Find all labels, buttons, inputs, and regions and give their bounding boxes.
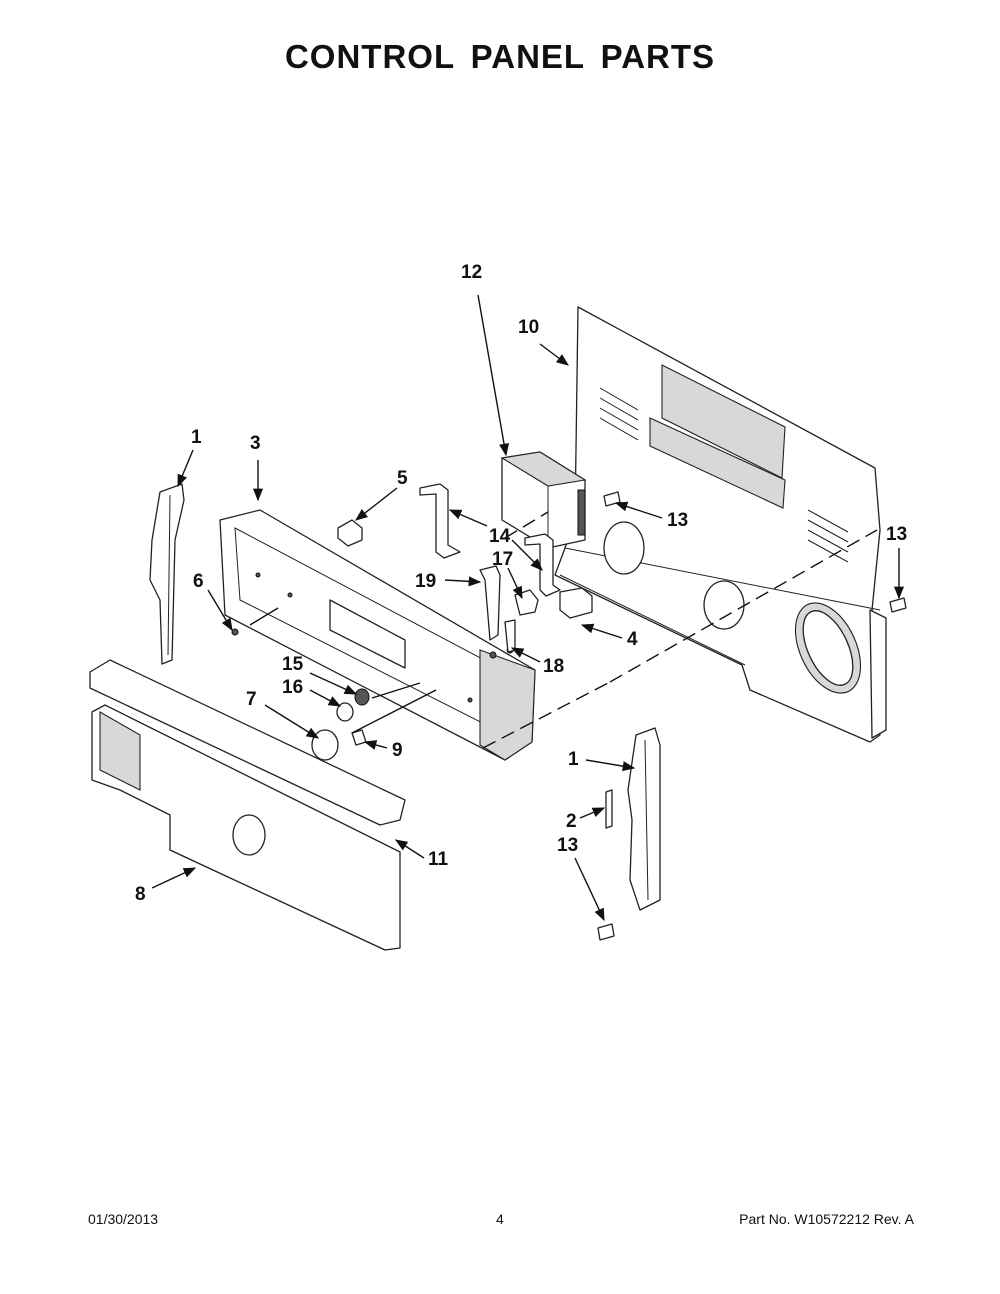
knob-parts <box>311 688 370 761</box>
callout-6: 6 <box>193 571 204 592</box>
callout-13: 13 <box>557 835 579 856</box>
trim-part-11 <box>89 659 406 826</box>
callout-3: 3 <box>250 433 261 454</box>
electronic-control-part-12 <box>500 451 587 549</box>
rear-panel-part-10 <box>554 306 887 743</box>
callout-17: 17 <box>492 549 514 570</box>
wire-harness-part-19 <box>479 565 501 641</box>
knob-part-7 <box>311 729 339 761</box>
screw-part-6 <box>231 628 239 636</box>
callout-13: 13 <box>886 524 908 545</box>
callout-9: 9 <box>392 740 403 761</box>
component-part-4 <box>559 587 593 619</box>
screw-part-18 <box>504 619 516 653</box>
callout-19: 19 <box>415 571 437 592</box>
callout-4: 4 <box>627 629 638 650</box>
callout-1: 1 <box>568 749 579 770</box>
callout-16: 16 <box>282 677 304 698</box>
footer-page-number: 4 <box>496 1211 504 1227</box>
callout-8: 8 <box>135 884 146 905</box>
callout-14: 14 <box>489 526 511 547</box>
lower-panels <box>89 659 406 951</box>
end-cap-part-1 <box>149 483 661 911</box>
knob-part-16 <box>336 702 354 722</box>
page-title: CONTROL PANEL PARTS <box>284 38 716 75</box>
callout-7: 7 <box>246 689 257 710</box>
bezel-part-15 <box>354 688 370 706</box>
terminal-part-17 <box>514 589 539 616</box>
callout-15: 15 <box>282 654 304 675</box>
small-components <box>231 483 593 653</box>
switch-part-5 <box>337 519 363 547</box>
callout-5: 5 <box>397 468 408 489</box>
callout-12: 12 <box>461 262 483 283</box>
bracket-part-14a <box>419 483 461 559</box>
callout-10: 10 <box>518 317 540 338</box>
callout-1: 1 <box>191 427 202 448</box>
clip-part-2 <box>605 789 613 829</box>
footer-part-number: Part No. W10572212 Rev. A <box>739 1211 914 1227</box>
footer-date: 01/30/2013 <box>88 1211 159 1227</box>
leader-lines <box>151 294 905 922</box>
control-panel-part-3 <box>219 509 536 761</box>
callout-2: 2 <box>566 811 577 832</box>
callout-18: 18 <box>543 656 565 677</box>
callout-11: 11 <box>428 849 449 870</box>
callout-13: 13 <box>667 510 689 531</box>
